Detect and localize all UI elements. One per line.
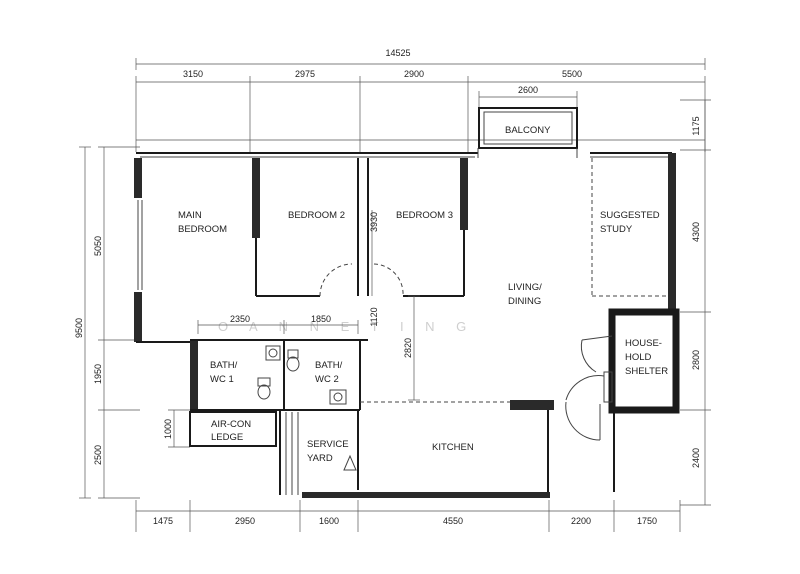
label-bath1-2: WC 1 <box>210 374 234 385</box>
label-aircon-1: AIR-CON <box>211 419 251 430</box>
bottom-dimensions <box>135 500 681 532</box>
label-kitchen: KITCHEN <box>432 442 474 453</box>
dim-left-seg-1: 5050 <box>93 236 103 256</box>
label-shelter-2: HOLD <box>625 352 652 363</box>
dim-bottom-seg-1: 1475 <box>153 516 173 526</box>
service-yard-fixture <box>343 454 357 471</box>
label-bath1-1: BATH/ <box>210 360 238 371</box>
label-bath2-2: WC 2 <box>315 374 339 385</box>
dim-corridor: 3930 <box>369 212 379 232</box>
label-bath2-1: BATH/ <box>315 360 343 371</box>
label-service-1: SERVICE <box>307 439 349 450</box>
label-service-2: YARD <box>307 453 333 464</box>
left-dimensions <box>79 146 190 499</box>
dim-bottom-seg-5: 2200 <box>571 516 591 526</box>
dim-left-inner: 1000 <box>163 419 173 439</box>
right-dimensions <box>680 99 711 506</box>
dim-bottom-seg-3: 1600 <box>319 516 339 526</box>
dim-right-seg-2: 4300 <box>691 222 701 242</box>
dim-top-seg-2: 2975 <box>295 69 315 79</box>
dim-bottom-seg-4: 4550 <box>443 516 463 526</box>
dim-right-seg-1: 1175 <box>691 116 701 135</box>
dim-top-seg-4: 5500 <box>562 69 582 79</box>
bath1-fixtures <box>257 345 281 400</box>
label-bedroom3: BEDROOM 3 <box>396 210 453 221</box>
label-main-bedroom-2: BEDROOM <box>178 224 227 235</box>
label-living-1: LIVING/ <box>508 282 542 293</box>
dim-corridor-small: 1120 <box>369 307 379 326</box>
dim-living-depth: 2820 <box>403 338 413 358</box>
label-balcony: BALCONY <box>505 125 551 136</box>
dim-bath-width-2: 1850 <box>311 314 331 324</box>
label-study-2: STUDY <box>600 224 633 235</box>
label-shelter-3: SHELTER <box>625 366 668 377</box>
walls <box>134 107 680 498</box>
label-shelter-1: HOUSE- <box>625 338 662 349</box>
bath2-fixtures <box>286 349 347 405</box>
label-study-1: SUGGESTED <box>600 210 660 221</box>
label-aircon-2: LEDGE <box>211 432 243 443</box>
label-living-2: DINING <box>508 296 541 307</box>
dim-left-seg-2: 1950 <box>93 364 103 384</box>
dim-bath-width-1: 2350 <box>230 314 250 324</box>
dim-top-seg-1: 3150 <box>183 69 203 79</box>
dim-bottom-seg-2: 2950 <box>235 516 255 526</box>
dim-right-seg-4: 2400 <box>691 448 701 468</box>
dim-bottom-seg-6: 1750 <box>637 516 657 526</box>
label-main-bedroom-1: MAIN <box>178 210 202 221</box>
watermark-text: O A N N E T I N G <box>218 319 475 334</box>
dim-top-overall: 14525 <box>385 48 410 58</box>
label-bedroom2: BEDROOM 2 <box>288 210 345 221</box>
dim-left-seg-3: 2500 <box>93 445 103 465</box>
dim-right-seg-3: 2800 <box>691 350 701 370</box>
top-dimensions <box>135 58 706 152</box>
dim-top-seg-3: 2900 <box>404 69 424 79</box>
dim-balcony-width: 2600 <box>518 85 538 95</box>
dim-left-overall: 9500 <box>74 318 84 338</box>
